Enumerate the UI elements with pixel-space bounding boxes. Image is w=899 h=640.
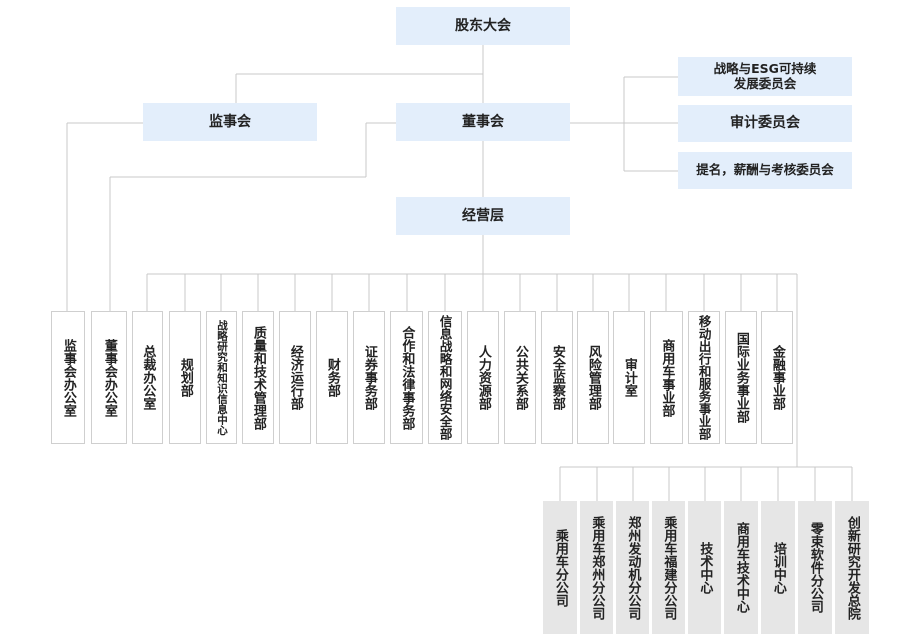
node-shareholders-label: 股东大会 — [455, 17, 511, 34]
subsidiary-label: 培训中心 — [770, 541, 786, 594]
subsidiary-label: 乘用车郑州分公司 — [589, 515, 605, 620]
dept-box: 移动出行和服务事业部 — [688, 311, 720, 444]
subsidiary-label: 零束软件分公司 — [807, 522, 823, 613]
dept-label: 审计室 — [621, 358, 637, 397]
subsidiary-box: 郑州发动机分公司 — [616, 501, 649, 634]
dept-label: 公共关系部 — [512, 345, 528, 410]
dept-label: 董事会办公室 — [101, 338, 117, 417]
dept-box: 商用车事业部 — [650, 311, 683, 444]
dept-label: 安全监察部 — [549, 345, 565, 410]
dept-box: 人力资源部 — [467, 311, 499, 444]
dept-box: 风险管理部 — [577, 311, 609, 444]
dept-label: 质量和技术管理部 — [250, 325, 266, 430]
dept-label: 证券事务部 — [361, 345, 377, 410]
dept-box: 合作和法律事务部 — [390, 311, 423, 444]
dept-box: 监事会办公室 — [51, 311, 85, 444]
dept-label: 合作和法律事务部 — [399, 325, 415, 430]
node-board-label: 董事会 — [462, 113, 504, 130]
dept-label: 移动出行和服务事业部 — [696, 315, 712, 440]
dept-box: 战略研究和知识信息中心 — [206, 311, 237, 444]
dept-label: 总裁办公室 — [140, 345, 156, 410]
node-board: 董事会 — [396, 103, 570, 141]
subsidiary-box: 乘用车郑州分公司 — [580, 501, 613, 634]
node-management-label: 经营层 — [462, 207, 504, 224]
dept-label: 信息战略和网络安全部 — [437, 315, 453, 440]
subsidiary-label: 郑州发动机分公司 — [625, 515, 641, 620]
dept-box: 质量和技术管理部 — [242, 311, 274, 444]
subsidiary-box: 培训中心 — [761, 501, 795, 634]
subsidiary-box: 技术中心 — [688, 501, 721, 634]
dept-box: 信息战略和网络安全部 — [428, 311, 462, 444]
dept-box: 董事会办公室 — [91, 311, 127, 444]
dept-label: 财务部 — [324, 358, 340, 397]
subsidiary-label: 技术中心 — [697, 541, 713, 594]
node-supervisory-board: 监事会 — [143, 103, 317, 141]
dept-box: 安全监察部 — [541, 311, 573, 444]
node-committee-nomination-label: 提名，薪酬与考核委员会 — [696, 162, 834, 178]
subsidiary-box: 零束软件分公司 — [798, 501, 832, 634]
dept-label: 风险管理部 — [585, 345, 601, 410]
node-committee-audit-label: 审计委员会 — [730, 115, 800, 132]
subsidiary-label: 创新研究开发总院 — [844, 515, 860, 620]
subsidiary-box: 商用车技术中心 — [724, 501, 758, 634]
subsidiary-box: 乘用车分公司 — [543, 501, 577, 634]
subsidiary-box: 创新研究开发总院 — [835, 501, 869, 634]
subsidiary-label: 乘用车分公司 — [552, 528, 568, 607]
dept-box: 财务部 — [316, 311, 348, 444]
dept-label: 经济运行部 — [287, 345, 303, 410]
node-committee-esg-label: 战略与ESG可持续 发展委员会 — [713, 61, 817, 91]
dept-label: 人力资源部 — [475, 345, 491, 410]
dept-box: 总裁办公室 — [132, 311, 163, 444]
dept-box: 公共关系部 — [504, 311, 536, 444]
dept-box: 经济运行部 — [279, 311, 311, 444]
dept-label: 国际业务事业部 — [733, 332, 749, 423]
dept-box: 审计室 — [613, 311, 645, 444]
dept-label: 金融事业部 — [769, 345, 785, 410]
subsidiary-label: 商用车技术中心 — [733, 522, 749, 613]
dept-label: 战略研究和知识信息中心 — [216, 319, 228, 436]
dept-label: 商用车事业部 — [659, 338, 675, 417]
node-committee-esg: 战略与ESG可持续 发展委员会 — [678, 57, 852, 96]
dept-box: 金融事业部 — [761, 311, 793, 444]
subsidiary-label: 乘用车福建分公司 — [661, 515, 677, 620]
node-supervisory-board-label: 监事会 — [209, 113, 251, 130]
dept-label: 监事会办公室 — [60, 338, 76, 417]
node-management: 经营层 — [396, 197, 570, 235]
dept-box: 国际业务事业部 — [725, 311, 757, 444]
node-committee-nomination: 提名，薪酬与考核委员会 — [678, 152, 852, 189]
dept-label: 规划部 — [177, 358, 193, 397]
node-committee-audit: 审计委员会 — [678, 105, 852, 142]
node-shareholders: 股东大会 — [396, 7, 570, 45]
dept-box: 证券事务部 — [353, 311, 385, 444]
dept-box: 规划部 — [169, 311, 201, 444]
subsidiary-box: 乘用车福建分公司 — [652, 501, 685, 634]
